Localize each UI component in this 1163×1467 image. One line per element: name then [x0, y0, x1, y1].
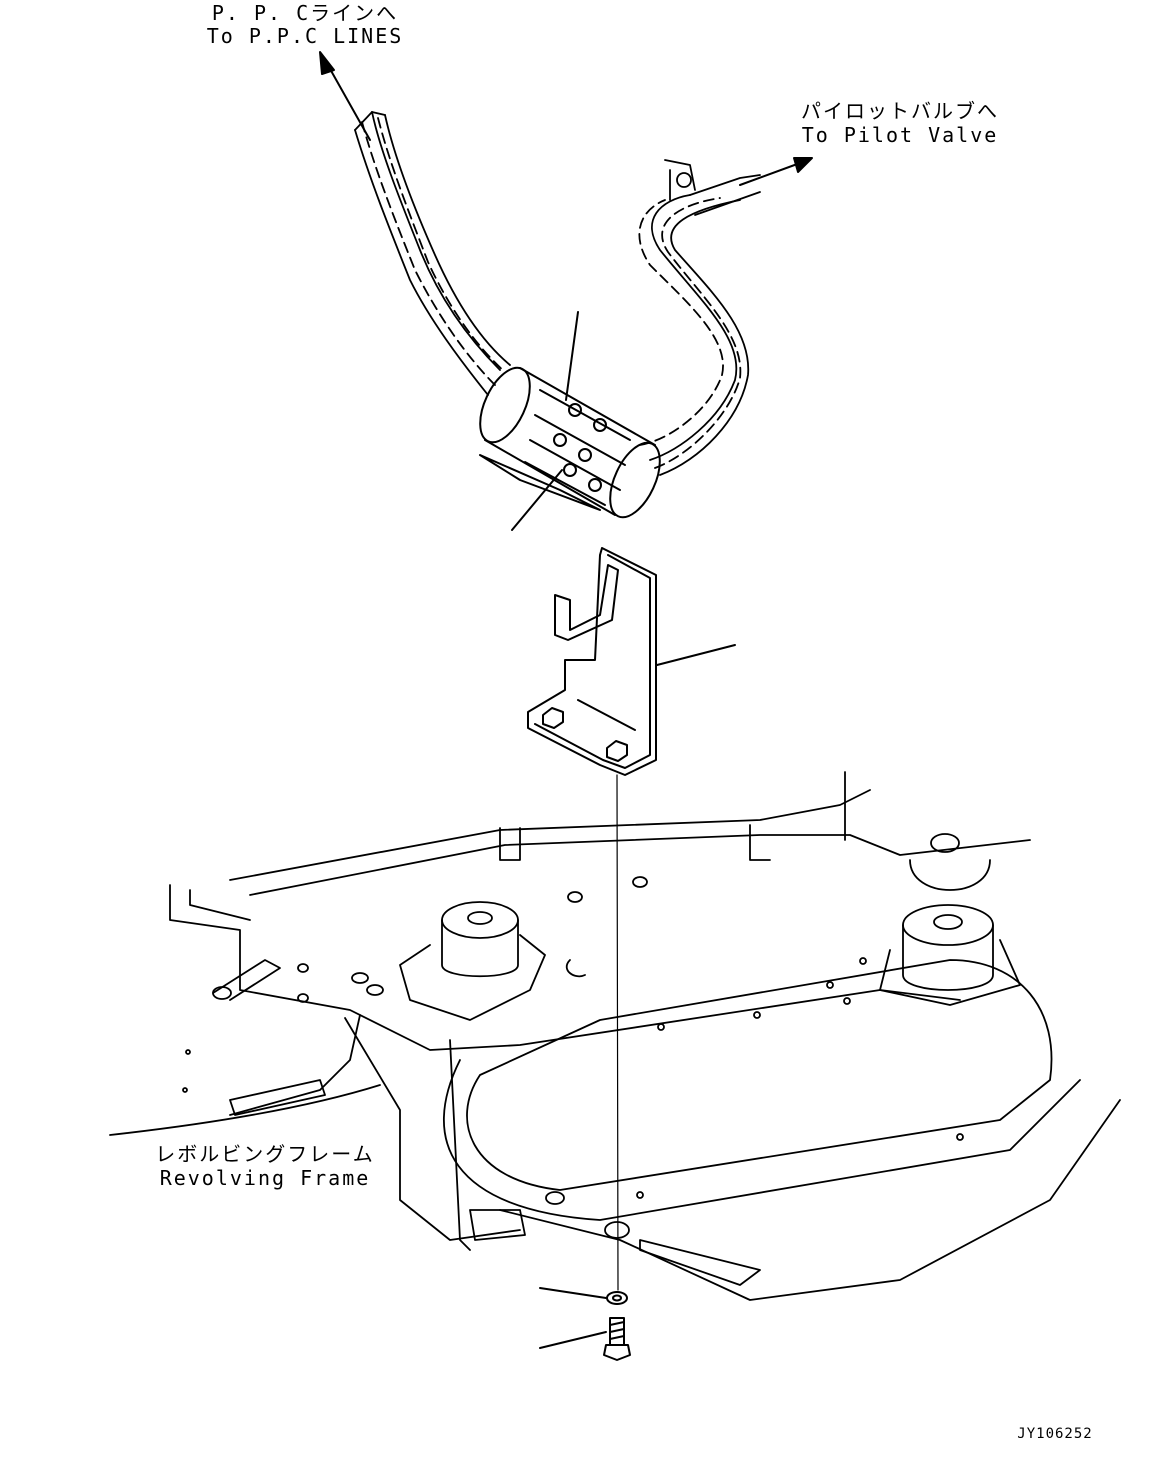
- hose-clamp-block: [479, 311, 661, 531]
- ppc-lines-label-jp: P. P. Cラインへ: [211, 1, 399, 25]
- pilot-valve-label-en: To Pilot Valve: [801, 123, 999, 147]
- bracket: [527, 547, 736, 776]
- assembly-line: [616, 774, 619, 1291]
- pilot-valve-label-jp: パイロットバルブへ: [801, 99, 999, 123]
- drawing-code: JY106252: [1017, 1426, 1093, 1442]
- revolving-frame-label-jp: レボルビングフレーム: [155, 1142, 375, 1166]
- hose-bundle-left: [354, 111, 511, 396]
- ppc-lines-label-en: To P.P.C LINES: [206, 24, 404, 48]
- bolt: [539, 1317, 631, 1361]
- washer: [539, 1287, 628, 1305]
- arrow-to-pilot-valve: [739, 157, 813, 186]
- revolving-frame-label-en: Revolving Frame: [159, 1166, 371, 1190]
- revolving-frame: [109, 771, 1121, 1301]
- hose-bundle-right: [638, 159, 761, 476]
